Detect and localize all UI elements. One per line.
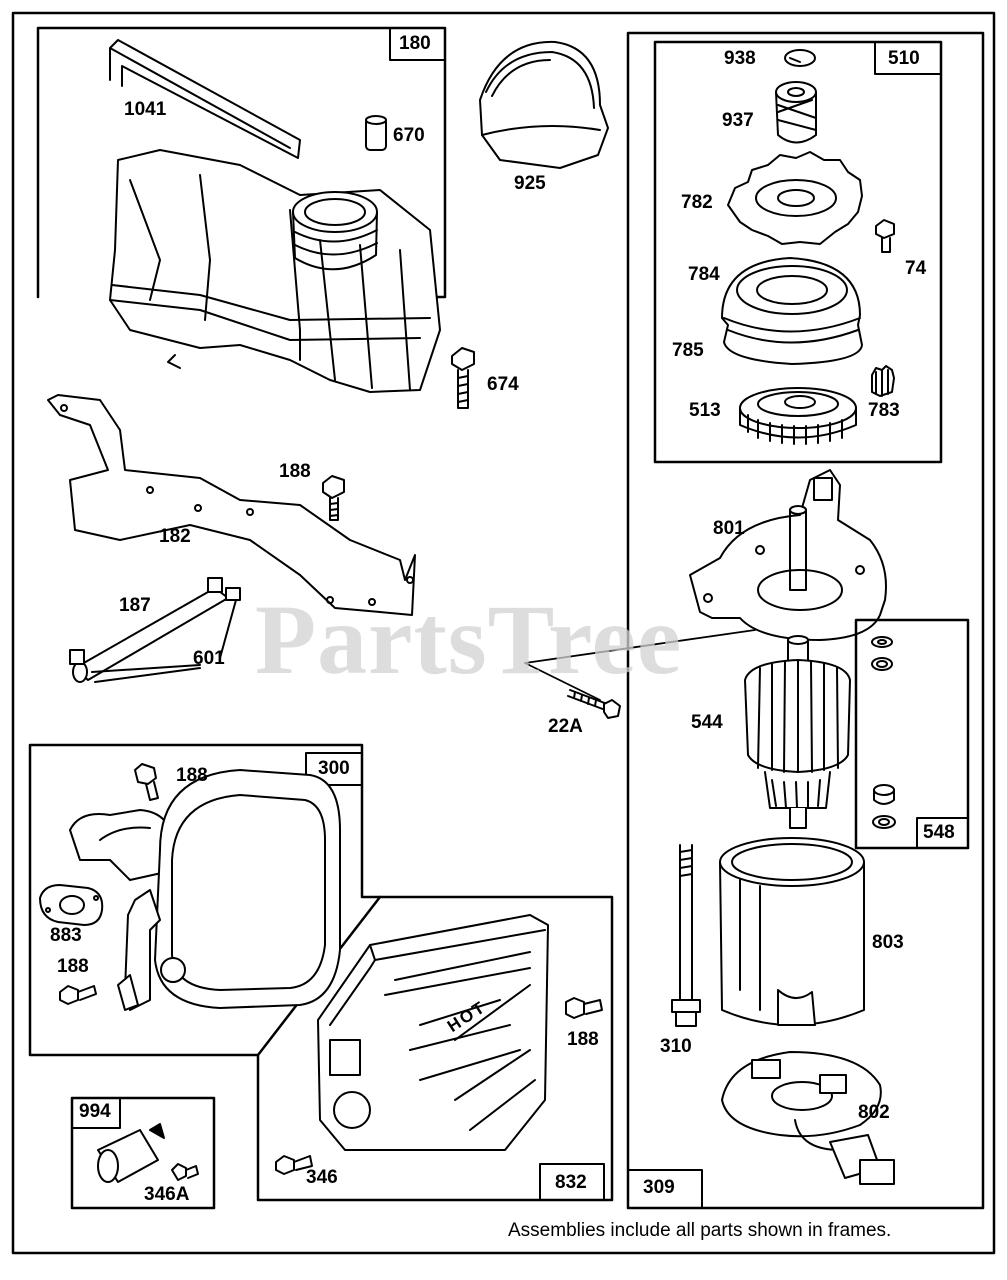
part-label-601: 601: [193, 648, 225, 669]
part-782-shape: [727, 151, 863, 245]
part-937-shape: [775, 81, 817, 144]
frame-309-tag-box: [627, 1169, 703, 1209]
part-label-187: 187: [119, 595, 151, 616]
part-label-182: 182: [159, 526, 191, 547]
part-label-803: 803: [872, 932, 904, 953]
frame-309-label: 309: [643, 1177, 675, 1198]
frame-832-tag-box: [539, 1163, 605, 1201]
part-label-346: 346: [306, 1167, 338, 1188]
part-label-938: 938: [724, 48, 756, 69]
part-783-shape: [871, 365, 895, 397]
part-182-shape: [47, 394, 416, 616]
part-label-674: 674: [487, 374, 519, 395]
part-label-188-a: 188: [279, 461, 311, 482]
part-346-bolt-shape: [275, 1155, 313, 1175]
frame-994-outline: [70, 1096, 216, 1210]
frame-548-tag-box: [916, 817, 969, 849]
part-544-shape: [744, 635, 851, 829]
part-883-shape: [39, 884, 104, 926]
part-300-muffler-shape: [69, 769, 341, 1011]
part-label-937: 937: [722, 110, 754, 131]
frame-300-tag-box: [305, 752, 363, 786]
leader-22a: [524, 629, 756, 701]
part-label-346a: 346A: [144, 1184, 190, 1205]
part-label-783: 783: [868, 400, 900, 421]
part-548-washers: [871, 636, 896, 829]
part-label-785: 785: [672, 340, 704, 361]
part-188-bolt-shape-a: [322, 475, 345, 521]
part-label-22a: 22A: [548, 716, 583, 737]
part-310-shape: [671, 844, 701, 1027]
frame-994-tag-box: [71, 1097, 121, 1129]
frame-832-label: 832: [555, 1172, 587, 1193]
part-label-1041: 1041: [124, 99, 167, 120]
frame-180-label: 180: [399, 33, 431, 54]
part-1041-shape: [109, 39, 301, 159]
frame-510-tag-box: [874, 41, 942, 75]
frame-548-outline: [854, 618, 970, 850]
part-188-bolt-shape-b: [134, 763, 159, 801]
fuel-tank-shape: [109, 149, 441, 393]
part-label-310: 310: [660, 1036, 692, 1057]
part-188-bolt-shape-c: [59, 985, 97, 1005]
part-22a-shape: [567, 689, 621, 719]
part-802-shape: [721, 1051, 895, 1185]
part-label-188-d: 188: [567, 1029, 599, 1050]
part-801-shape: [689, 469, 887, 641]
frame-994-label: 994: [79, 1101, 111, 1122]
footer-note: Assemblies include all parts shown in fr…: [508, 1220, 892, 1241]
part-832-shield-shape: [317, 914, 549, 1151]
frame-300-label: 300: [318, 758, 350, 779]
part-670-shape: [365, 115, 387, 151]
part-803-shape: [719, 837, 865, 1026]
part-188-bolt-shape-d: [565, 997, 603, 1019]
part-925-shape: [479, 40, 609, 169]
part-label-188-b: 188: [176, 765, 208, 786]
frame-309-outline: [626, 31, 985, 1210]
part-784-shape: [721, 257, 863, 365]
part-187-shape: [69, 577, 241, 683]
part-label-782: 782: [681, 192, 713, 213]
frame-180-tag-box: [389, 27, 446, 61]
part-label-802: 802: [858, 1102, 890, 1123]
part-513-shape: [739, 387, 857, 445]
part-label-544: 544: [691, 712, 723, 733]
part-label-784: 784: [688, 264, 720, 285]
frame-510-label: 510: [888, 48, 920, 69]
part-label-883: 883: [50, 925, 82, 946]
part-994-shape: [97, 1123, 199, 1183]
part-938-shape: [784, 49, 816, 67]
frame-300-outline: [28, 743, 614, 1202]
watermark-text: PartsTree: [255, 584, 683, 695]
part-label-925: 925: [514, 173, 546, 194]
outer-border: [11, 11, 996, 1255]
part-label-188-c: 188: [57, 956, 89, 977]
part-74-shape: [875, 219, 895, 253]
part-label-801: 801: [713, 518, 745, 539]
part-674-shape: [451, 347, 475, 409]
part-label-670: 670: [393, 125, 425, 146]
part-label-74: 74: [905, 258, 927, 279]
part-label-513: 513: [689, 400, 721, 421]
frame-510-outline: [653, 40, 943, 464]
frame-548-label: 548: [923, 822, 955, 843]
